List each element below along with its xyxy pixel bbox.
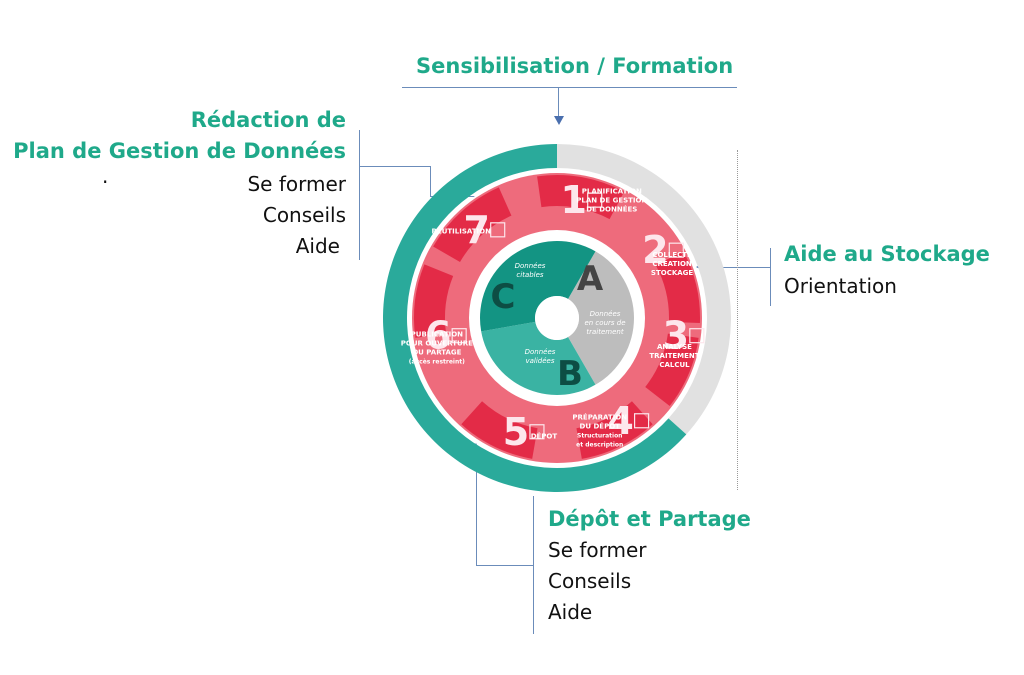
center-hole (535, 296, 579, 340)
step-label: STOCKAGE (651, 269, 693, 277)
center-letter: B (557, 354, 583, 394)
center-segment-a (568, 251, 634, 385)
center-segment-b (481, 321, 596, 395)
step-number: 7 (463, 208, 489, 252)
outer-ring-training-segment (383, 144, 687, 492)
center-text: en cours de (584, 319, 625, 327)
callout-left-item-se-former: Se former (247, 172, 346, 196)
step-number: 3 (663, 314, 689, 358)
reuse-icon (490, 222, 506, 238)
step-number: 5 (503, 410, 529, 454)
connector-bottom-h (476, 565, 533, 566)
step-arrow-shape (645, 333, 699, 407)
callout-left-title-1: Rédaction de (190, 108, 346, 132)
storage-icon (668, 242, 684, 258)
callout-right-item-orientation: Orientation (784, 274, 897, 298)
step-label: CALCUL (659, 361, 690, 369)
connector-top-stem (558, 87, 559, 117)
arrow-down-icon (554, 116, 564, 125)
connector-top-line (402, 87, 737, 88)
connector-right-h (706, 267, 770, 268)
callout-bottom-item-se-former: Se former (548, 538, 647, 562)
connector-left-h1 (359, 166, 430, 167)
step-label: PLAN DE GESTION (576, 197, 647, 205)
outer-ring-storage-segment (557, 144, 732, 435)
connector-bottom-v (476, 452, 477, 565)
step-label: RÉUTILISATION (432, 227, 492, 236)
center-letter: A (577, 259, 604, 299)
grid-icon (633, 413, 650, 429)
step-label: CRÉATION (652, 259, 692, 268)
step-label: PRÉPARATION (572, 412, 627, 421)
callout-right-title: Aide au Stockage (784, 242, 990, 266)
center-segment-c (480, 241, 596, 332)
step-label: DE DONNÉES (586, 205, 637, 214)
step-sublabel: (accès restreint) (409, 358, 465, 365)
step-arrow-shape (537, 175, 625, 220)
step-arrow-shape (461, 401, 538, 459)
callout-bottom-title: Dépôt et Partage (548, 507, 751, 531)
step-sublabel: et description (576, 441, 623, 448)
step-arrow-shape (433, 187, 512, 262)
publish-icon (451, 328, 467, 344)
callout-bottom-item-conseils: Conseils (548, 569, 632, 593)
connector-bottom-bracket (533, 496, 534, 634)
connector-left-bracket (359, 130, 360, 260)
step-label: PUBLICATION (411, 330, 464, 338)
step-label: ANALYSE (657, 343, 692, 351)
computer-icon (689, 328, 705, 344)
callout-bottom-item-aide: Aide (548, 600, 593, 624)
step-number: 4 (607, 399, 633, 443)
connector-right-bracket (770, 248, 771, 306)
callout-left-bullet: · (102, 170, 109, 194)
dotted-separator (737, 150, 738, 490)
center-text: citables (516, 271, 544, 279)
connector-left-v (430, 166, 431, 196)
center-text: Données (525, 348, 556, 356)
step-number: 2 (642, 228, 668, 272)
callout-top-title: Sensibilisation / Formation (416, 54, 734, 78)
step-arrow-shape (414, 264, 454, 338)
step-label: OU PARTAGE (412, 348, 461, 356)
center-text: Données (515, 262, 546, 270)
center-text: Données (590, 310, 621, 318)
center-text: traitement (586, 328, 623, 336)
callout-left-title-2: Plan de Gestion de Données (13, 139, 346, 163)
clipboard-icon (587, 192, 603, 208)
step-sublabel: Structuration (577, 432, 622, 439)
step-label: DÉPOT (531, 431, 558, 440)
step-label: PLANIFICATION (582, 188, 642, 196)
callout-left-item-conseils: Conseils (262, 203, 346, 227)
step-label: DU DÉPOT (580, 421, 621, 430)
step-arrow-shape (576, 401, 653, 459)
step-label: COLLECTE (652, 251, 692, 259)
callout-left-item-aide: Aide (295, 234, 340, 258)
step-number: 6 (425, 314, 451, 358)
center-text: validées (525, 357, 554, 365)
center-letter: C (491, 277, 516, 317)
step-label: TRAITEMENT (649, 352, 699, 360)
step-number: 1 (560, 178, 586, 222)
deposit-icon (529, 424, 545, 440)
step-arrow-shape (655, 250, 700, 323)
step-label: POUR OUVERTURE (401, 339, 473, 347)
